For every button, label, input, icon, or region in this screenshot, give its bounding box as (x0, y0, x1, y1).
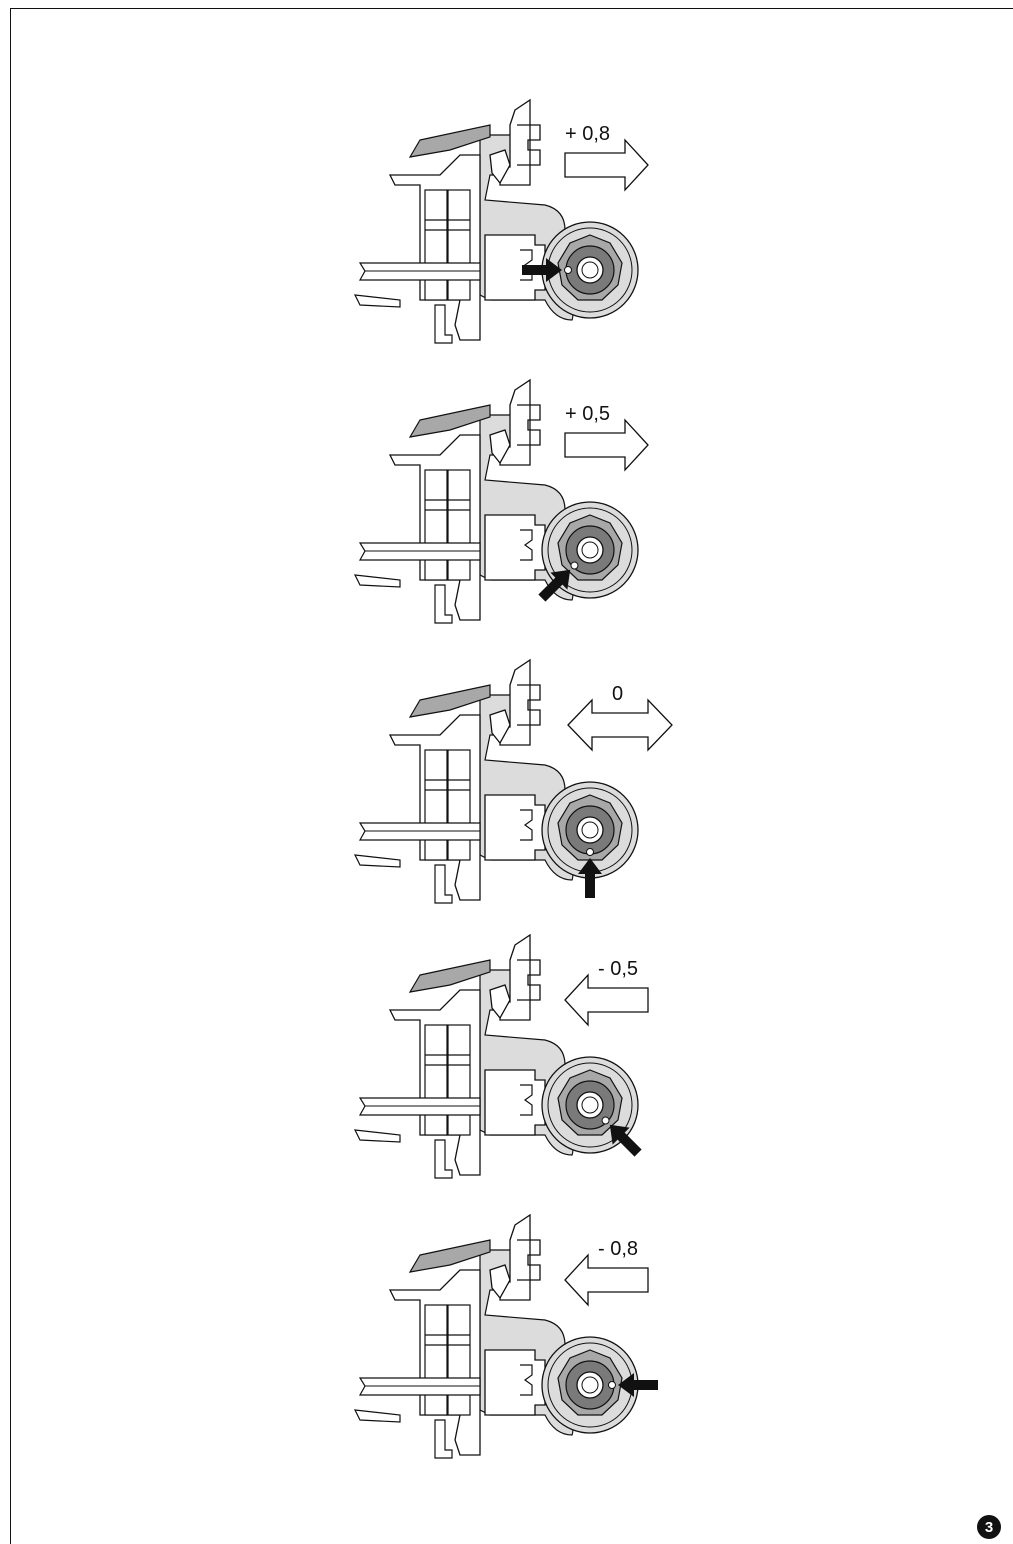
direction-arrow-icon (564, 1253, 649, 1307)
adjustment-value-label: - 0,5 (598, 958, 639, 980)
adjustment-panel: - 0,8 (340, 1210, 685, 1470)
adjustment-panel: + 0,8 (340, 95, 685, 355)
page-frame (10, 8, 1013, 1544)
direction-arrow-icon (567, 698, 673, 752)
profile-drawing (353, 658, 673, 904)
direction-arrow-icon (564, 138, 649, 192)
profile-drawing (353, 1213, 658, 1459)
adjustment-panel: 0 (340, 655, 685, 915)
adjustment-value-label: + 0,8 (565, 123, 611, 145)
direction-arrow-icon (564, 418, 649, 472)
adjustment-value-label: - 0,8 (598, 1238, 639, 1260)
adjustment-value-label: + 0,5 (565, 403, 611, 425)
profile-drawing (353, 98, 649, 344)
dial-pointer-arrow-icon (608, 1373, 658, 1397)
dial-pointer-arrow-icon (522, 258, 572, 282)
profile-drawing (353, 378, 649, 624)
dial-pointer-arrow-icon (538, 561, 579, 602)
adjustment-value-label: 0 (612, 683, 624, 705)
direction-arrow-icon (564, 973, 649, 1027)
profile-drawing (353, 933, 649, 1179)
dial-pointer-arrow-icon (601, 1116, 642, 1157)
dial-pointer-arrow-icon (578, 848, 602, 898)
adjustment-panel: + 0,5 (340, 375, 685, 635)
adjustment-panel: - 0,5 (340, 930, 685, 1190)
page-number-badge: 3 (977, 1515, 1001, 1539)
